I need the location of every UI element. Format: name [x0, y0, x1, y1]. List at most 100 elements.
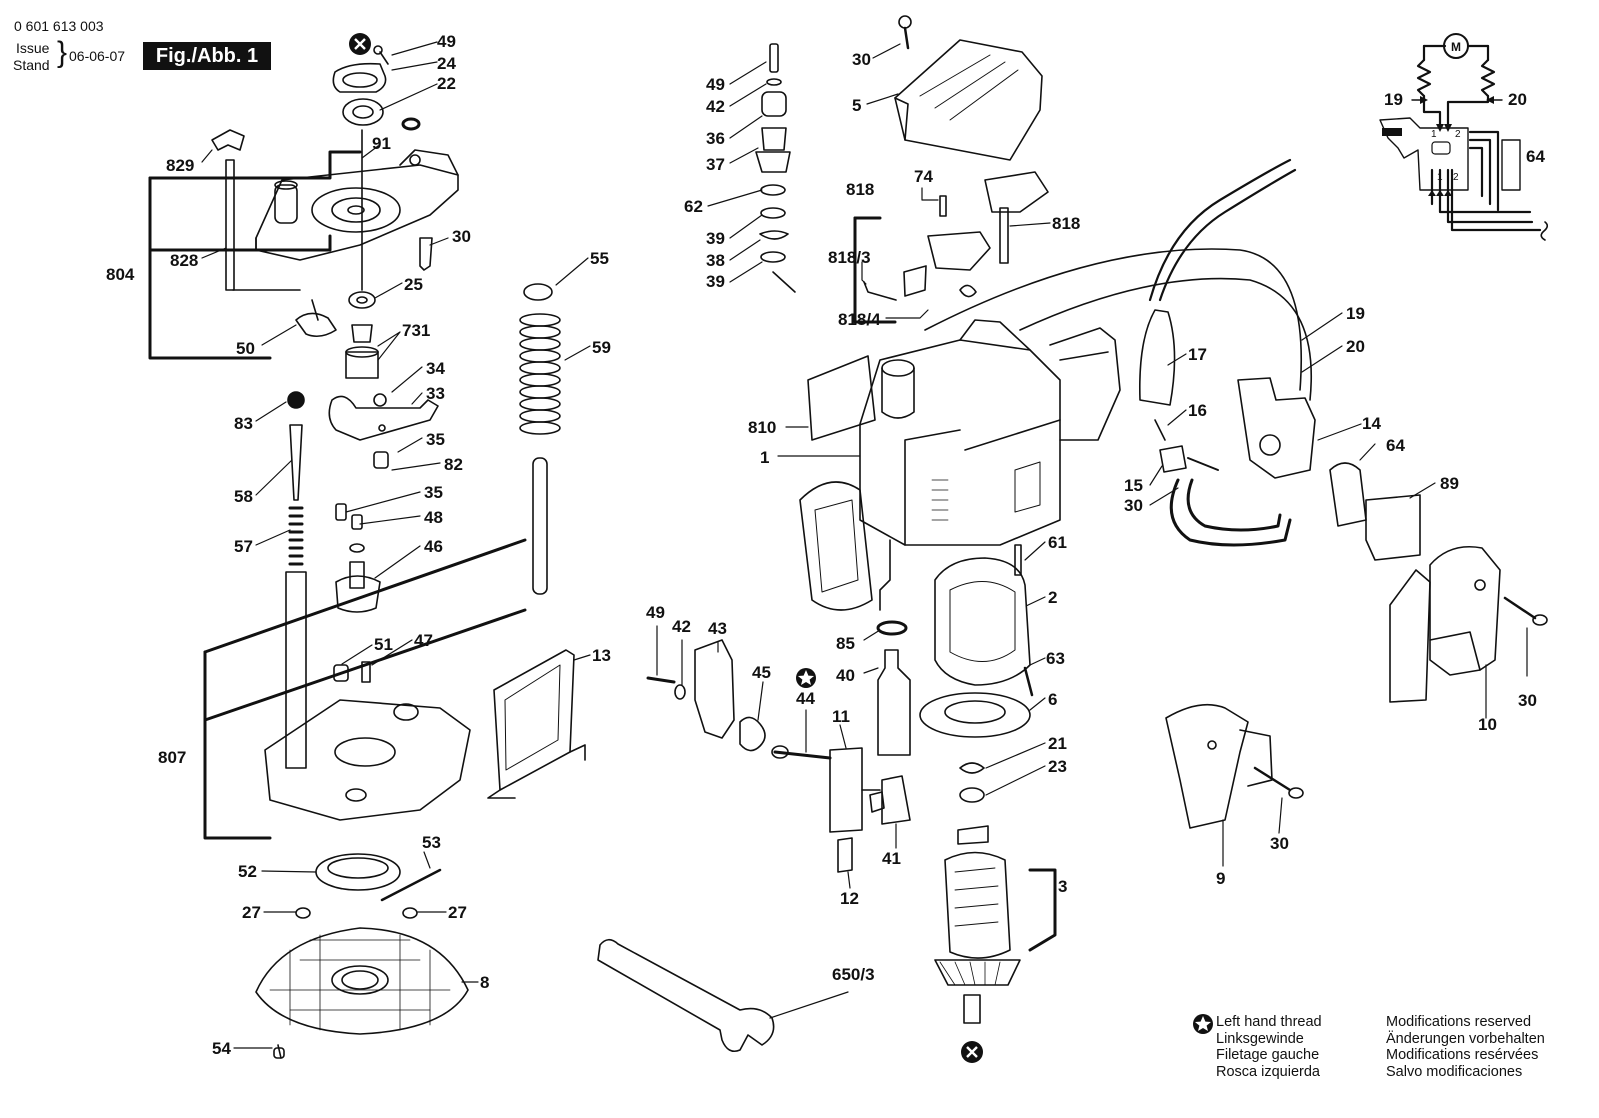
- part-label: 38: [706, 251, 725, 270]
- part-label: 17: [1188, 345, 1207, 364]
- part-label: 52: [238, 862, 257, 881]
- part-label: 83: [234, 414, 253, 433]
- part-label: 6: [1048, 690, 1058, 709]
- part-label: 64: [1386, 436, 1405, 455]
- part-label: 11: [832, 707, 850, 726]
- part-label: 42: [672, 617, 691, 636]
- part-label: 1: [760, 448, 770, 467]
- part-label: 24: [437, 54, 456, 73]
- part-label: 25: [404, 275, 423, 294]
- part-label: 8: [480, 973, 490, 992]
- legend-line: Rosca izquierda: [1216, 1063, 1320, 1080]
- part-label: 13: [592, 646, 611, 665]
- part-label: 30: [1518, 691, 1537, 710]
- part-label: 10: [1478, 715, 1497, 734]
- part-label: 40: [836, 666, 855, 685]
- part-label: 19: [1346, 304, 1365, 323]
- part-label: 23: [1048, 757, 1067, 776]
- part-label: 9: [1216, 869, 1226, 888]
- part-label: 27: [448, 903, 467, 922]
- part-label: 30: [852, 50, 871, 69]
- part-label: 46: [424, 537, 443, 556]
- part-label: 27: [242, 903, 261, 922]
- x-marker-icon: [961, 1041, 983, 1063]
- part-label: 33: [426, 384, 445, 403]
- part-label: 39: [706, 272, 725, 291]
- part-label: 54: [212, 1039, 231, 1058]
- left-hand-thread-legend: Left hand thread Linksgewinde Filetage g…: [1216, 1014, 1322, 1080]
- part-label: 49: [706, 75, 725, 94]
- part-label: 57: [234, 537, 253, 556]
- switch-terminal-bottom-left: 1: [1437, 172, 1443, 183]
- part-label: 807: [158, 748, 187, 767]
- doc-number: 0 601 613 003: [14, 18, 104, 34]
- part-label: 650/3: [832, 965, 875, 984]
- part-label: 47: [414, 631, 433, 650]
- part-label: 55: [590, 249, 609, 268]
- legend-line: Filetage gauche: [1216, 1047, 1320, 1063]
- part-label: 2: [1048, 588, 1058, 607]
- part-label: 51: [374, 635, 393, 654]
- part-label: 64: [1526, 147, 1545, 166]
- issue-date: 06-06-07: [69, 48, 126, 64]
- legend-line: Änderungen vorbehalten: [1386, 1030, 1545, 1047]
- part-label: 20: [1508, 90, 1527, 109]
- part-label: 30: [1270, 834, 1289, 853]
- part-label: 48: [424, 508, 443, 527]
- switch-terminal-top-right: 2: [1455, 129, 1461, 140]
- part-label: 61: [1048, 533, 1067, 552]
- switch-terminal-top-left: 1: [1431, 129, 1437, 140]
- legend-line: Modifications reserved: [1386, 1014, 1532, 1030]
- part-label: 818: [846, 180, 875, 199]
- left-hand-thread-star-icon: [796, 668, 816, 688]
- legend-line: Modifications resérvées: [1386, 1047, 1539, 1063]
- part-label: 30: [452, 227, 471, 246]
- part-label: 43: [708, 619, 727, 638]
- part-label: 82: [444, 455, 463, 474]
- part-label: 818/3: [828, 248, 871, 267]
- part-label: 14: [1362, 414, 1381, 433]
- figure-title: Fig./Abb. 1: [143, 42, 271, 70]
- part-label: 50: [236, 339, 255, 358]
- stand-label: Stand: [13, 57, 50, 73]
- part-label: 58: [234, 487, 253, 506]
- part-label: 34: [426, 359, 445, 378]
- part-label: 22: [437, 74, 456, 93]
- part-label: 16: [1188, 401, 1207, 420]
- part-label: 5: [852, 96, 862, 115]
- x-marker-icon: [349, 33, 371, 55]
- part-label: 36: [706, 129, 725, 148]
- part-label: 818: [1052, 214, 1081, 233]
- part-label: 810: [748, 418, 777, 437]
- part-label: 85: [836, 634, 855, 653]
- part-label: 41: [882, 849, 901, 868]
- header-brace: }: [57, 36, 68, 69]
- part-label: 19: [1384, 90, 1403, 109]
- part-label: 37: [706, 155, 725, 174]
- part-label: 53: [422, 833, 441, 852]
- part-label: 49: [437, 32, 456, 51]
- part-label: 91: [372, 134, 391, 153]
- part-label: 829: [166, 156, 195, 175]
- part-label: 49: [646, 603, 665, 622]
- part-label: 35: [424, 483, 443, 502]
- part-label: 74: [914, 167, 933, 186]
- part-label: 35: [426, 430, 445, 449]
- part-label: 15: [1124, 476, 1143, 495]
- modifications-legend: Modifications reserved Änderungen vorbeh…: [1386, 1014, 1545, 1080]
- part-label: 63: [1046, 649, 1065, 668]
- part-label: 30: [1124, 496, 1143, 515]
- legend-line: Left hand thread: [1216, 1014, 1322, 1030]
- part-label: 59: [592, 338, 611, 357]
- legend-line: Linksgewinde: [1216, 1030, 1304, 1047]
- motor-symbol-icon: M: [1451, 40, 1461, 54]
- part-label: 21: [1048, 734, 1067, 753]
- part-label: 20: [1346, 337, 1365, 356]
- part-label: 42: [706, 97, 725, 116]
- part-label: 44: [796, 689, 815, 708]
- issue-label: Issue: [16, 40, 50, 56]
- part-label: 39: [706, 229, 725, 248]
- part-label: 12: [840, 889, 859, 908]
